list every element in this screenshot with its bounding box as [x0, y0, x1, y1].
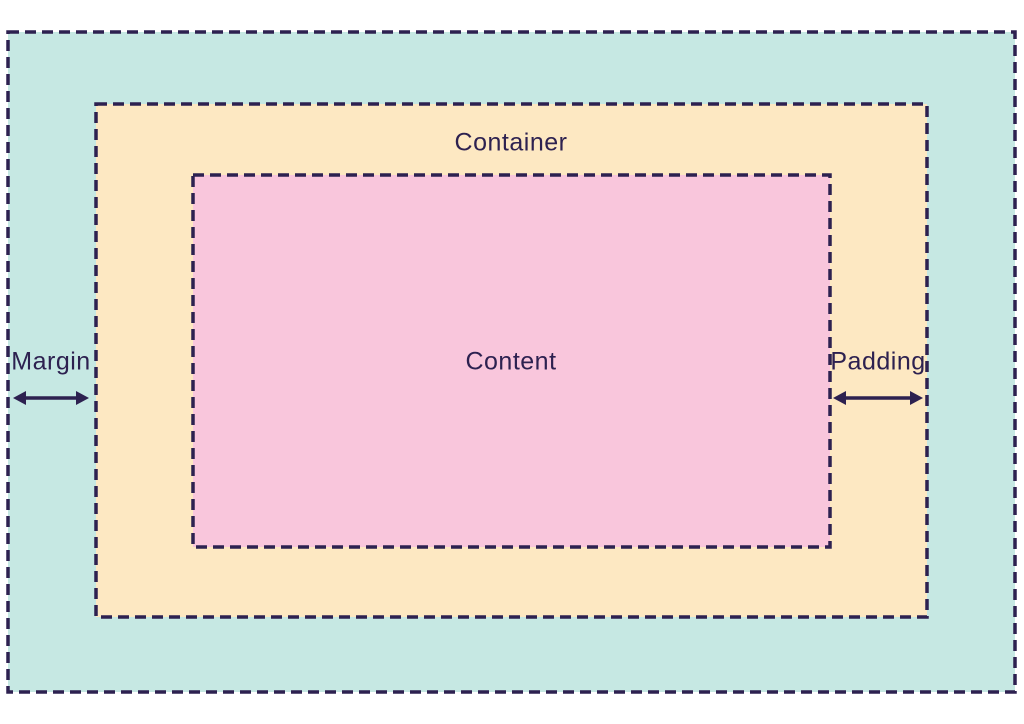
container-label: Container — [454, 128, 568, 157]
padding-label: Padding — [830, 347, 926, 376]
content-label: Content — [465, 347, 557, 376]
content-box — [191, 173, 832, 549]
margin-label: Margin — [11, 347, 91, 376]
margin-arrow-icon — [13, 391, 89, 405]
padding-arrow-icon — [833, 391, 923, 405]
